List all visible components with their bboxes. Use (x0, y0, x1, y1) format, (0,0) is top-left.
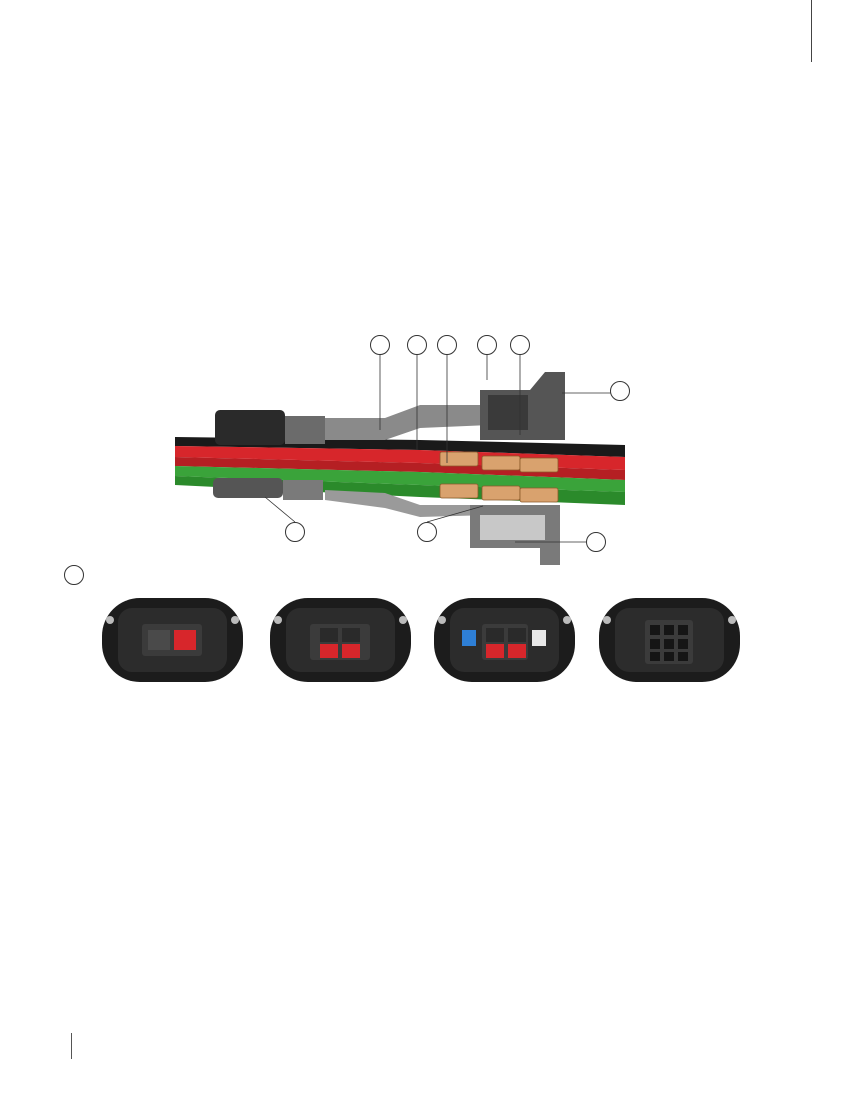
housing-top (325, 405, 490, 440)
connector-variant-1 (102, 598, 243, 682)
footer-rule (71, 1033, 72, 1059)
wire-green-1 (175, 466, 625, 492)
housing-bottom (325, 490, 490, 517)
connector-variant-4 (599, 598, 740, 682)
callout-circle (477, 335, 497, 355)
leader-lines (264, 355, 612, 543)
callout-circle (610, 381, 630, 401)
callout-circle (64, 565, 84, 585)
callout-circle (407, 335, 427, 355)
callout-circle (510, 335, 530, 355)
connector-variant-3 (434, 598, 575, 682)
cable-gland (213, 410, 325, 500)
wire-red-2 (175, 457, 625, 480)
callout-circle (285, 522, 305, 542)
callout-circle (437, 335, 457, 355)
callout-circle (370, 335, 390, 355)
connector-variant-2 (270, 598, 411, 682)
callout-circle (586, 532, 606, 552)
contacts (439, 451, 559, 503)
corner-mark (811, 0, 812, 62)
callout-circle (417, 522, 437, 542)
